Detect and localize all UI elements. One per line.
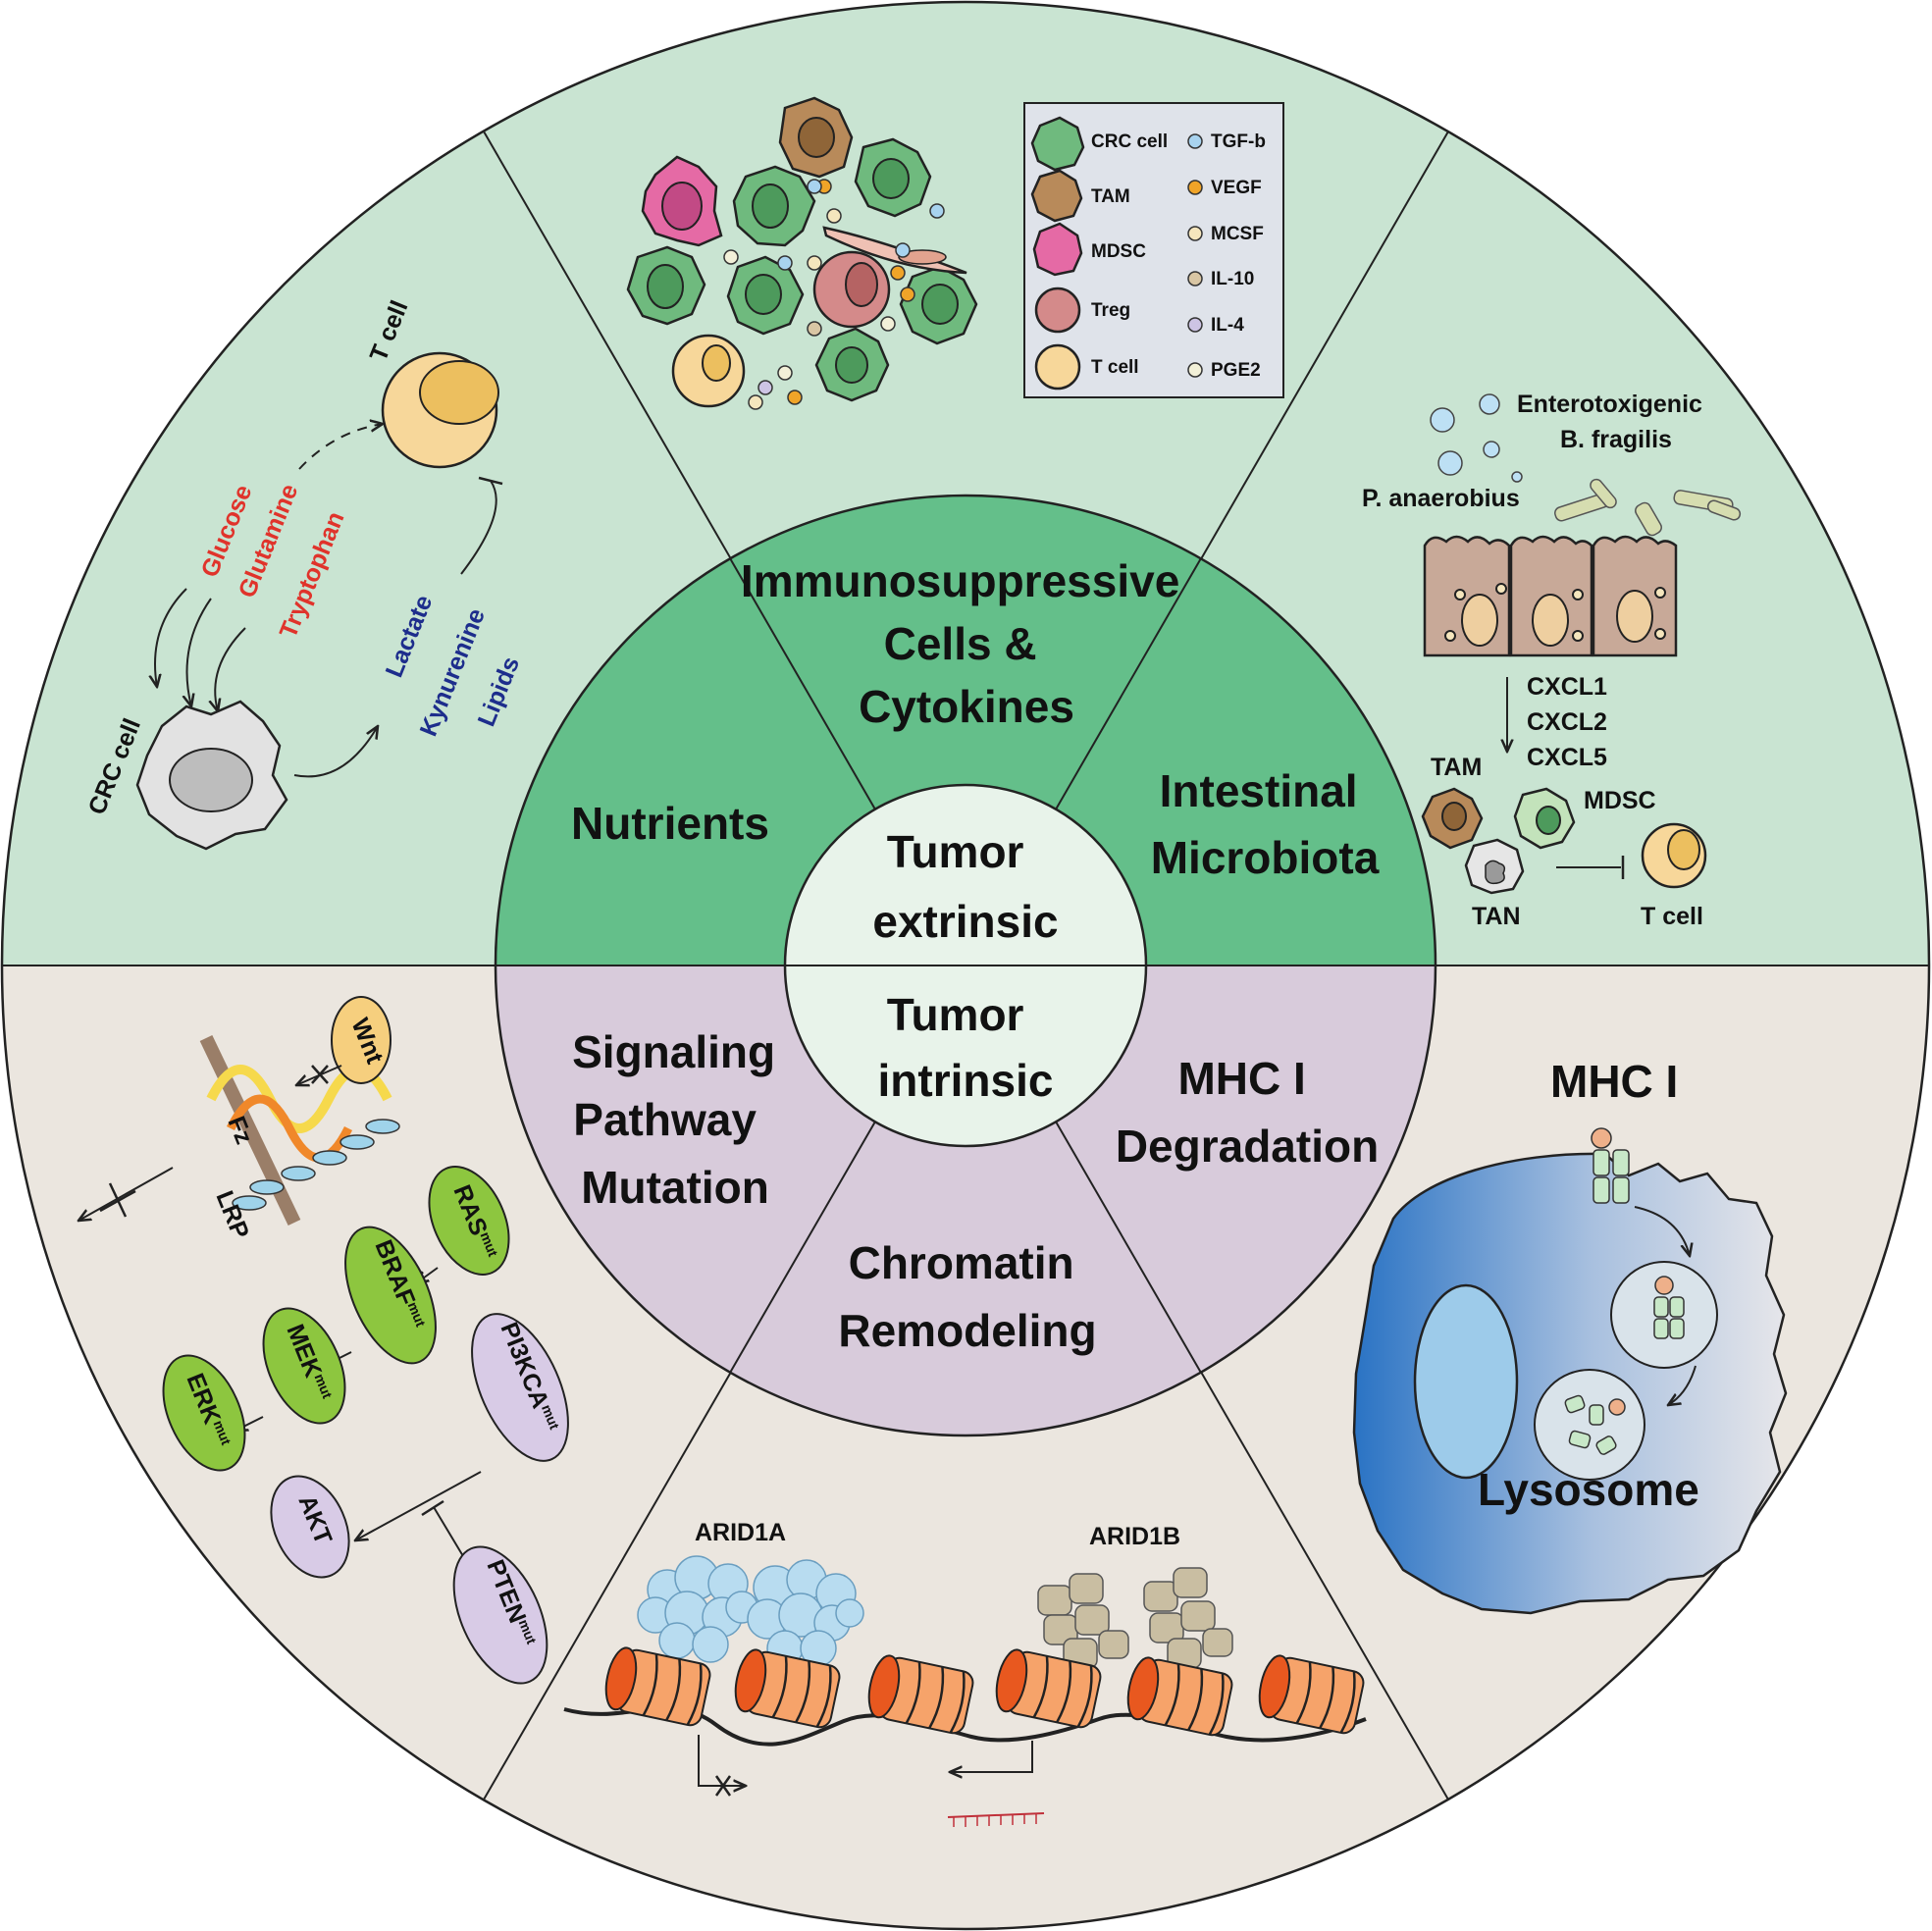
braf-oval	[344, 1226, 437, 1365]
degraded-mhc-fragments	[1564, 1394, 1626, 1455]
center-intrinsic-label: Tumor intrinsic	[878, 989, 1054, 1106]
microbiota-tam-label: TAM	[1431, 754, 1482, 781]
t-cell-nucleus-icon	[419, 360, 499, 425]
mhc-molecule-endosome	[1653, 1276, 1685, 1339]
crc-cell-nucleus-icon	[169, 748, 253, 812]
mhc-molecule-surface	[1591, 1127, 1630, 1204]
pten-oval	[452, 1545, 548, 1685]
ring-label-chromatin: Chromatin Remodeling	[838, 1237, 1096, 1356]
arid1a-transcription-arrow	[698, 1735, 746, 1786]
tan-nucleus-icon	[1485, 860, 1506, 885]
microbiota-panel: Enterotoxigenic B. fragilis P. anaerobiu…	[1362, 391, 1742, 930]
nucleosome-icon	[1126, 1656, 1233, 1737]
nucleosome-icon	[995, 1648, 1102, 1729]
dna-strand	[563, 1705, 1367, 1747]
ring-label-immuno: Immunosuppressive Cells & Cytokines	[741, 555, 1192, 732]
mrna-strand	[947, 1812, 1045, 1818]
mhc-panel: MHC I Lysosome	[1352, 1056, 1788, 1615]
ring-label-signaling: Signaling Pathway Mutation	[572, 1026, 788, 1213]
tam-nucleus-icon	[1441, 802, 1467, 831]
mek-oval	[262, 1307, 346, 1425]
microbiota-mdsc-label: MDSC	[1584, 787, 1656, 814]
ring-label-mhc: MHC I Degradation	[1116, 1053, 1379, 1172]
inhibit-bar	[478, 476, 503, 486]
signaling-panel: Wnt Fz LRP RASmut BRAFmut MEKmut ERKmut	[78, 996, 569, 1685]
mdsc-nucleus-icon	[1536, 806, 1561, 835]
erk-oval	[162, 1354, 246, 1472]
chemokine-list: CXCL1 CXCL2 CXCL5	[1527, 673, 1614, 771]
lysosome-icon	[1534, 1369, 1645, 1481]
inhibit-line	[460, 480, 497, 575]
lrp-block-x	[99, 1182, 136, 1218]
wnt-oval	[331, 996, 392, 1084]
nucleosomes	[604, 1646, 1365, 1737]
microbiota-tcell-nucleus-icon	[1667, 829, 1700, 870]
legend-factor-dots	[1187, 133, 1203, 378]
cytokine-dots	[723, 179, 945, 410]
ring-label-nutrients: Nutrients	[571, 798, 769, 849]
pi3kca-oval	[471, 1313, 569, 1462]
nucleosome-icon	[734, 1648, 841, 1729]
arid1b-label: ARID1B	[1089, 1523, 1180, 1550]
legend-cell-icons	[1030, 116, 1085, 391]
pi3k-akt-arrow	[355, 1471, 482, 1540]
immuno-panel: CRC cell TAM MDSC Treg T cell TGF-b VEGF…	[626, 96, 1284, 410]
lrp-arrow	[78, 1167, 174, 1221]
mapk-pathway: RASmut BRAFmut MEKmut ERKmut	[162, 1166, 510, 1472]
nucleosome-icon	[1258, 1654, 1365, 1735]
mhc-panel-title: MHC I	[1550, 1056, 1678, 1107]
nutrient-arrows	[155, 588, 378, 778]
mhc-nucleus-icon	[1413, 1283, 1519, 1480]
arid1b-transcription-arrow	[950, 1741, 1033, 1772]
ring-extrinsic	[496, 496, 1436, 966]
bacteria-rods	[1554, 478, 1742, 537]
ring-label-microbiota: Intestinal Microbiota	[1151, 765, 1380, 883]
nucleosome-icon	[867, 1654, 974, 1735]
immune-cell-cluster	[626, 96, 978, 408]
endocytosis-arrow	[1634, 1206, 1690, 1256]
arid1a-block-x	[714, 1775, 732, 1797]
nucleosome-icon	[604, 1646, 711, 1727]
wnt-block-x	[311, 1065, 329, 1084]
legend-factors: TGF-b VEGF MCSF IL-10 IL-4 PGE2	[1211, 131, 1271, 381]
pi3k-pathway: PI3KCAmut AKT PTENmut	[270, 1313, 569, 1685]
microbiota-tcell-label: T cell	[1641, 903, 1703, 930]
ring-intrinsic	[496, 966, 1436, 1435]
lrp-receptor	[232, 1119, 400, 1211]
epithelial-nuclei	[1444, 583, 1666, 647]
center-extrinsic-label: Tumor extrinsic	[872, 826, 1058, 947]
bacteria-label-2: P. anaerobius	[1362, 485, 1520, 512]
bacteria-label-1: Enterotoxigenic B. fragilis	[1517, 391, 1709, 453]
lysosome-label: Lysosome	[1478, 1464, 1699, 1515]
legend-cells: CRC cell TAM MDSC Treg T cell	[1091, 131, 1173, 378]
arid1a-complex	[637, 1555, 864, 1667]
mrna-ticks	[953, 1814, 1037, 1827]
chromatin-panel: ARID1A ARID1B	[563, 1519, 1367, 1827]
microbiota-tan-label: TAN	[1472, 903, 1521, 930]
lysosome-arrow	[1668, 1365, 1697, 1405]
ras-oval	[428, 1166, 510, 1276]
pten-inhibit-bar	[421, 1499, 444, 1517]
arid1a-label: ARID1A	[695, 1519, 786, 1546]
bacteria-particles	[1430, 393, 1523, 483]
akt-oval	[270, 1475, 350, 1579]
